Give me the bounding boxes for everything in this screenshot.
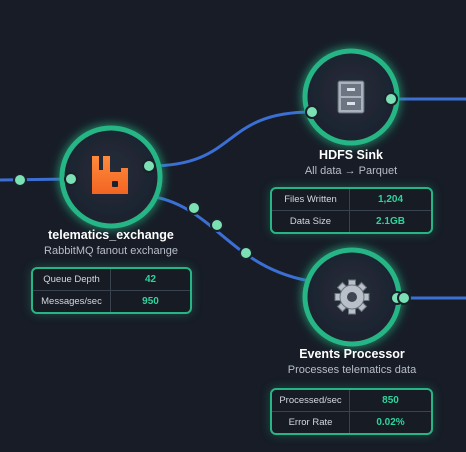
edge-exchange-to-hdfs	[148, 110, 313, 168]
stat-value: 950	[142, 296, 159, 307]
stat-row: Queue Depth 42	[33, 269, 190, 290]
exchange-label: telematics_exchange RabbitMQ fanout exch…	[1, 228, 221, 257]
stat-value: 1,204	[377, 194, 404, 205]
stat-key: Queue Depth	[33, 269, 111, 290]
rabbitmq-icon	[92, 156, 128, 194]
port-processor-out-b[interactable]	[397, 291, 411, 305]
stat-row: Data Size 2.1GB	[272, 210, 431, 232]
node-exchange[interactable]	[59, 125, 163, 229]
hdfs-stats: Files Written 1,204 Data Size 2.1GB	[270, 187, 433, 234]
processor-subtitle: Processes telematics data	[287, 364, 417, 376]
stat-value: 0.02%	[376, 417, 405, 428]
processor-label: Events Processor Processes telematics da…	[242, 347, 462, 376]
hdfs-title: HDFS Sink	[319, 148, 383, 162]
hdfs-label: HDFS Sink All data → Parquet	[241, 148, 461, 177]
handle-edge-3[interactable]	[239, 246, 253, 260]
port-hdfs-in[interactable]	[305, 105, 319, 119]
stat-row: Files Written 1,204	[272, 189, 431, 210]
hdfs-subtitle: All data → Parquet	[304, 165, 398, 177]
stat-key: Messages/sec	[33, 291, 111, 312]
file-cabinet-icon	[337, 80, 365, 114]
port-exchange-out[interactable]	[142, 159, 156, 173]
exchange-subtitle: RabbitMQ fanout exchange	[44, 245, 178, 257]
handle-edge-2[interactable]	[210, 218, 224, 232]
stat-key: Files Written	[272, 189, 350, 210]
edge-exchange-to-processor	[148, 194, 317, 284]
stat-row: Error Rate 0.02%	[272, 411, 431, 433]
processor-stats: Processed/sec 850 Error Rate 0.02%	[270, 388, 433, 435]
gear-icon	[334, 279, 370, 315]
port-hdfs-out[interactable]	[384, 92, 398, 106]
stat-value: 850	[382, 395, 399, 406]
stat-row: Processed/sec 850	[272, 390, 431, 411]
stat-value: 2.1GB	[376, 216, 405, 227]
stat-key: Processed/sec	[272, 390, 350, 411]
port-input-left[interactable]	[13, 173, 27, 187]
stat-value: 42	[144, 274, 157, 285]
exchange-stats: Queue Depth 42 Messages/sec 950	[31, 267, 192, 314]
node-hdfs[interactable]	[302, 48, 400, 146]
handle-edge-1[interactable]	[187, 201, 201, 215]
exchange-title: telematics_exchange	[48, 228, 174, 242]
stat-row: Messages/sec 950	[33, 290, 190, 312]
stat-key: Error Rate	[272, 412, 350, 433]
stat-key: Data Size	[272, 211, 350, 232]
processor-title: Events Processor	[299, 347, 405, 361]
edge-input-to-exchange	[0, 177, 72, 182]
node-processor[interactable]	[302, 247, 402, 347]
port-exchange-in[interactable]	[64, 172, 78, 186]
